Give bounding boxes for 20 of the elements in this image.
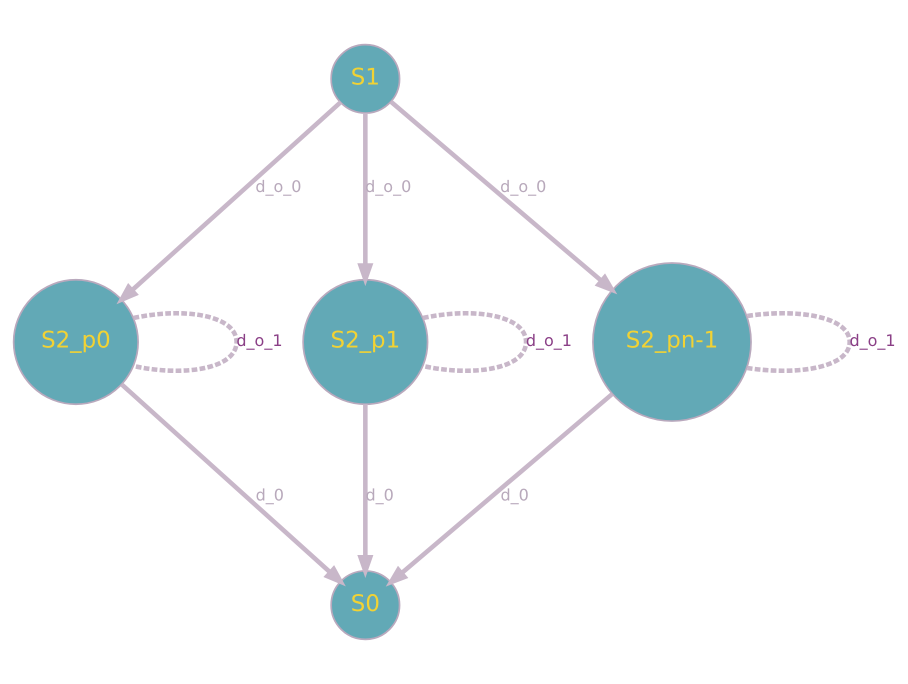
connector bbox=[422, 311, 528, 373]
connector bbox=[132, 311, 238, 373]
edge-label: d_0 bbox=[500, 485, 528, 504]
edge-label: d_o_0 bbox=[254, 177, 301, 196]
node-circle: S0 bbox=[330, 570, 400, 640]
connector bbox=[746, 311, 852, 373]
arrow bbox=[385, 392, 614, 587]
edge-label: d_0 bbox=[255, 485, 284, 504]
edge-label: d_o_0 bbox=[500, 177, 546, 196]
arrow bbox=[120, 382, 346, 586]
node-circle: S2_pn-1 bbox=[592, 262, 752, 422]
edge-label: d_o_1 bbox=[236, 331, 282, 350]
arrow bbox=[116, 100, 342, 304]
node-circle: S1 bbox=[330, 44, 400, 114]
arrow bbox=[388, 100, 617, 294]
edge-label: d_o_1 bbox=[848, 331, 896, 350]
edge-label: d_o_1 bbox=[525, 331, 572, 350]
arrow bbox=[356, 113, 373, 286]
arrow bbox=[356, 404, 373, 578]
node-circle: S2_p1 bbox=[302, 278, 428, 406]
